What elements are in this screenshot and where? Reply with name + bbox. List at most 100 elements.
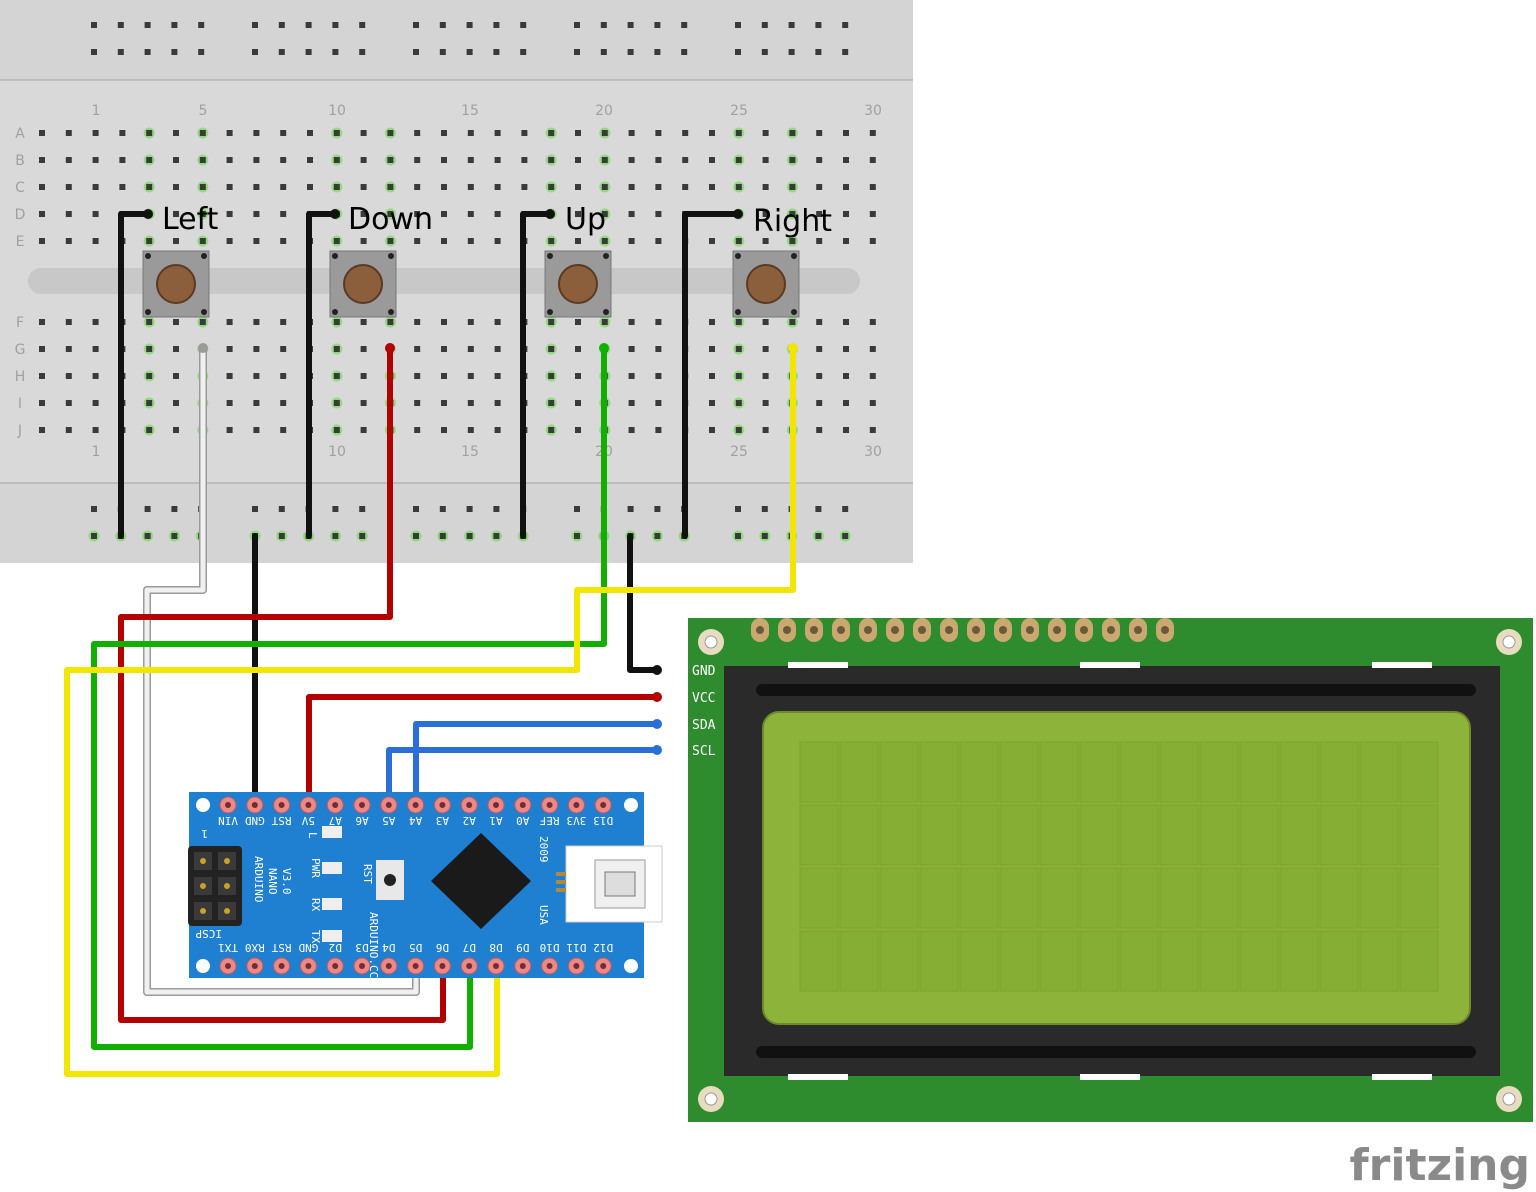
reset-button[interactable] [376, 860, 404, 900]
button-right[interactable] [732, 250, 800, 318]
nano-pin-label: D10 [540, 941, 560, 954]
lcd-cell [1239, 741, 1279, 803]
rail-hole [815, 49, 822, 55]
button-label-left: Left [162, 202, 219, 237]
breadboard-hole [843, 346, 849, 352]
wire-down-signal [118, 345, 446, 1023]
breadboard-hole [414, 130, 421, 136]
breadboard-hole [360, 427, 367, 433]
breadboard-hole [414, 238, 421, 244]
breadboard-hole [92, 346, 99, 352]
breadboard-hole [226, 427, 233, 433]
row-letter: I [18, 396, 22, 412]
breadboard-hole [682, 130, 689, 136]
nano-pin-label: A5 [382, 814, 395, 827]
breadboard-hole [521, 184, 528, 190]
breadboard-hole [65, 130, 72, 136]
lcd-cell [1359, 804, 1399, 866]
breadboard-hole [869, 238, 876, 244]
wire-sda [413, 721, 660, 806]
nano-pin-label: D6 [436, 941, 449, 954]
breadboard-hole [226, 346, 233, 352]
nano-pin-label: D12 [593, 941, 613, 954]
push-buttons [142, 250, 800, 318]
breadboard-hole [869, 184, 876, 190]
rail-hole [574, 49, 580, 55]
breadboard-hole [494, 373, 501, 379]
button-down[interactable] [329, 250, 397, 318]
arduino-nano: VINTX1GNDRX0RSTRST5VGNDA7D2A6D3A5D4A4D5A… [188, 792, 663, 978]
rail-hole [761, 22, 768, 28]
breadboard-hole [280, 157, 287, 163]
lcd-cell [799, 804, 839, 866]
lcd-cell [879, 867, 919, 929]
breadboard-hole [333, 346, 340, 352]
breadboard-hole [709, 373, 715, 379]
breadboard-hole [628, 400, 635, 406]
breadboard-hole [360, 157, 367, 163]
breadboard-hole [441, 130, 447, 136]
rail-hole [735, 22, 741, 28]
breadboard-hole [65, 400, 72, 406]
breadboard-hole [575, 346, 581, 352]
button-left[interactable] [142, 250, 210, 318]
nano-pin-label: A1 [489, 814, 502, 827]
nano-pin-label: A3 [436, 814, 449, 827]
breadboard-hole [333, 130, 340, 136]
breadboard-hole [39, 346, 45, 352]
lcd-cell [1199, 804, 1239, 866]
breadboard-hole [762, 319, 769, 325]
breadboard-hole [494, 130, 501, 136]
lcd-cell [839, 804, 879, 866]
lcd-cell [1159, 804, 1199, 866]
lcd-cell [959, 804, 999, 866]
row-letter: F [16, 315, 24, 331]
breadboard-hole [146, 319, 153, 325]
leds: L PWR RX TX [306, 826, 342, 944]
breadboard-hole [441, 319, 447, 325]
row-letter: B [15, 153, 25, 169]
rail-hole [681, 49, 688, 55]
lcd-pin-sda: SDA [692, 718, 716, 733]
wire-lcd-gnd [627, 533, 660, 673]
led-tx-label: TX [309, 930, 322, 944]
lcd-pin-gnd: GND [692, 664, 716, 679]
lcd-cell [1119, 804, 1159, 866]
lcd-cell [1359, 867, 1399, 929]
breadboard-hole [119, 184, 126, 190]
rail-hole [198, 49, 205, 55]
rail-hole [332, 49, 339, 55]
breadboard-hole [441, 157, 447, 163]
col-number: 15 [461, 444, 479, 460]
breadboard-hole [414, 211, 421, 217]
rail-hole [359, 533, 366, 539]
breadboard-hole [843, 319, 849, 325]
microcontroller-chip [431, 833, 531, 929]
site-label: ARDUINO.CC [367, 912, 380, 978]
breadboard-hole [173, 346, 179, 352]
breadboard-hole [575, 373, 581, 379]
breadboard-hole [173, 319, 179, 325]
lcd-cell [879, 930, 919, 992]
breadboard-hole [387, 157, 394, 163]
button-up[interactable] [544, 250, 612, 318]
row-letter: J [17, 423, 22, 439]
breadboard-hole [467, 184, 474, 190]
breadboard-hole [199, 238, 206, 244]
rail-hole [654, 22, 661, 28]
nano-pin-label: A6 [355, 814, 368, 827]
breadboard-hole [441, 346, 447, 352]
breadboard-hole [92, 373, 99, 379]
breadboard-hole [655, 373, 662, 379]
lcd-cell [1319, 930, 1359, 992]
fritzing-logo: fritzing [1350, 1140, 1530, 1191]
rail-hole [413, 506, 419, 512]
breadboard-hole [709, 427, 715, 433]
breadboard-hole [869, 211, 876, 217]
breadboard-hole [39, 400, 45, 406]
breadboard-hole [869, 130, 876, 136]
breadboard-hole [253, 400, 260, 406]
rail-hole [332, 506, 339, 512]
rail-hole [439, 533, 446, 539]
lcd-cell [1039, 867, 1079, 929]
